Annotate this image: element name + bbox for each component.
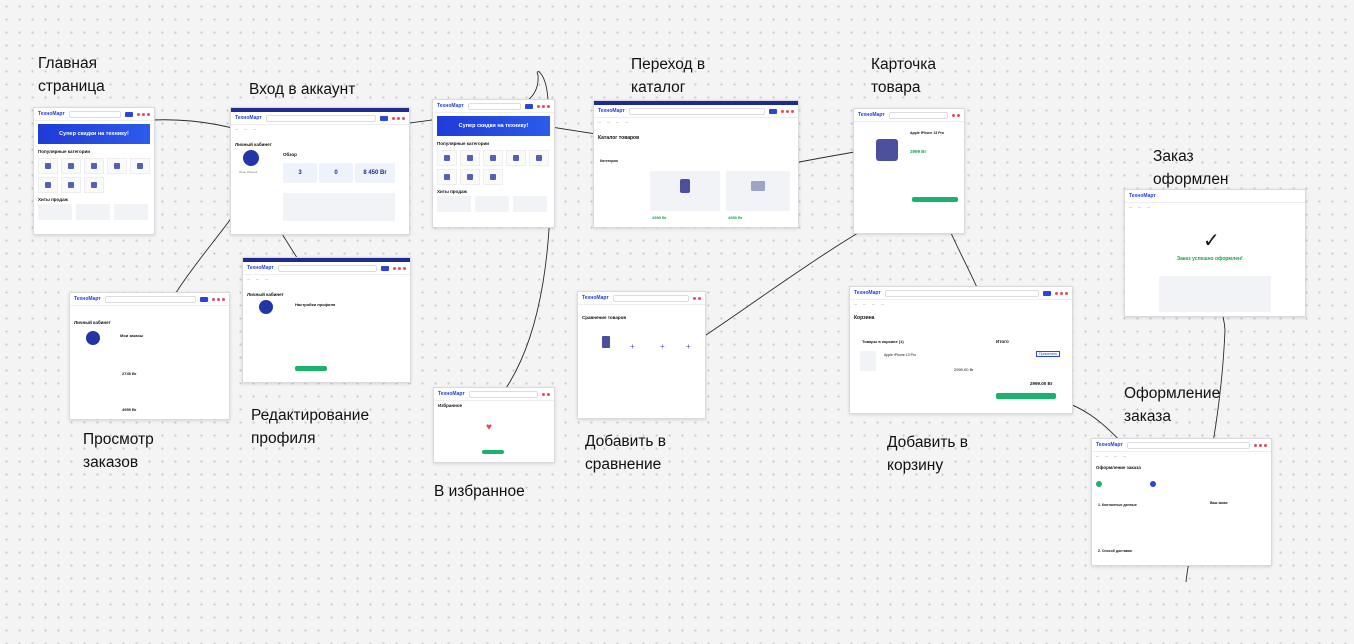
contact-section: 1. Контактные данные [1098,503,1137,507]
promo-apply-button[interactable]: Применить [1036,351,1061,357]
frame-home-2[interactable]: ТехноМарт Супер скидки на технику! Попул… [432,99,555,228]
label-edit-profile: Редактирование профиля [251,407,370,447]
product-price: 2999 Br [910,149,927,154]
label-view-orders: Просмотр заказов [83,431,154,471]
product-image [876,139,898,161]
frame-order-done[interactable]: ТехноМарт ——— ✓ Заказ успешно оформлен! [1124,189,1306,317]
frame-catalog[interactable]: ТехноМарт ———— Каталог товаров Категории… [593,100,799,228]
cart-title: Корзина [854,315,875,321]
add-compare-icon[interactable]: + [660,342,665,351]
logo: ТехноМарт [598,108,625,114]
go-catalog-button[interactable] [482,450,504,454]
frame-favorites[interactable]: ТехноМарт Избранное ♥ [433,387,555,463]
label-checkout: Оформление заказа [1124,385,1221,425]
frame-login[interactable]: ТехноМарт ——— Личный кабинет Иван Иванов… [230,107,410,235]
cabinet-title: Личный кабинет [235,142,272,147]
profile-settings-title: Настройки профиля [295,302,336,307]
section-hits: Хиты продаж [38,197,68,202]
favorites-title: Избранное [438,403,463,408]
logo: ТехноМарт [438,391,465,397]
recent-orders [283,193,395,221]
cabinet-title: Личный кабинет [74,320,111,325]
compare-product-image [602,336,610,348]
frame-compare[interactable]: ТехноМарт Сравнение товаров + + + [577,291,706,419]
logo: ТехноМарт [247,265,274,271]
product-title: Apple iPhone 13 Pro [910,131,945,135]
frame-home[interactable]: ТехноМарт Супер скидки на технику! Попул… [33,107,155,235]
add-compare-icon[interactable]: + [630,342,635,351]
delivery-section: 2. Способ доставки [1098,549,1132,553]
checkout-button[interactable] [996,393,1056,399]
label-favorites: В избранное [434,483,525,500]
filter-categories: Категории [600,159,618,163]
avatar [243,150,259,166]
logo: ТехноМарт [858,112,885,118]
heart-icon: ♥ [486,422,492,433]
label-compare: Добавить в сравнение [585,433,667,473]
stat-spent: 8 450 Br [355,163,395,183]
add-compare-icon[interactable]: + [686,342,691,351]
avatar [259,300,273,314]
avatar [86,331,100,345]
label-product: Карточка товара [871,56,936,96]
step-1 [1096,481,1102,487]
logo: ТехноМарт [854,290,881,296]
frame-profile[interactable]: ТехноМарт ——— Личный кабинет Настройки п… [242,257,411,383]
section-popular: Популярные категории [437,141,489,146]
label-login: Вход в аккаунт [249,81,356,98]
label-home: Главная страница [38,55,105,95]
section-hits: Хиты продаж [437,189,467,194]
logo: ТехноМарт [1129,193,1156,199]
cart-items-title: Товары в корзине (1) [862,339,904,344]
cart-product-title: Apple iPhone 13 Pro [884,353,917,357]
frame-orders[interactable]: ТехноМарт Личный кабинет Мои заказы 2745… [69,292,230,420]
cart-total: 2999.00 Br [1030,381,1053,386]
frame-cart[interactable]: ТехноМарт ———— Корзина Товары в корзине … [849,286,1073,414]
compare-title: Сравнение товаров [582,315,627,320]
logo: ТехноМарт [38,111,65,117]
order-price-2: 4959 Br [122,407,137,412]
overview-title: Обзор [283,152,297,157]
section-popular: Популярные категории [38,149,90,154]
cart-summary-title: Итого [996,339,1009,344]
product-card-2[interactable] [726,171,790,211]
product-card-1[interactable] [650,171,720,211]
save-profile-button[interactable] [295,366,327,371]
label-order-done: Заказ оформлен [1153,148,1229,188]
order-price-1: 2745 Br [122,371,137,376]
stat-favorites: 0 [319,163,353,183]
frame-product[interactable]: ТехноМарт Apple iPhone 13 Pro 2999 Br [853,108,965,234]
product-price-2: 4959 Br [728,215,743,220]
promo-banner[interactable]: Супер скидки на технику! [38,124,150,144]
cart-product-image [860,351,876,371]
label-cart: Добавить в корзину [887,434,969,474]
catalog-title: Каталог товаров [598,135,640,141]
product-price-1: 2999 Br [652,215,667,220]
logo: ТехноМарт [1096,442,1123,448]
step-2 [1150,481,1156,487]
add-to-cart-button[interactable] [912,197,958,202]
user-name: Иван Иванов [239,170,258,174]
logo: ТехноМарт [582,295,609,301]
stat-orders: 3 [283,163,317,183]
frame-checkout[interactable]: ТехноМарт ———— Оформление заказа 1. Конт… [1091,438,1272,566]
order-summary [1159,276,1271,312]
cabinet-title: Личный кабинет [247,292,284,297]
cart-product-price: 2999.00 Br [954,367,974,372]
logo: ТехноМарт [437,103,464,109]
success-text: Заказ успешно оформлен! [1177,256,1243,262]
promo-banner[interactable]: Супер скидки на технику! [437,116,550,136]
my-orders-title: Мои заказы [120,333,144,338]
logo: ТехноМарт [74,296,101,302]
checkout-title: Оформление заказа [1096,465,1141,470]
your-order-title: Ваш заказ [1210,501,1228,505]
logo: ТехноМарт [235,115,262,121]
check-icon: ✓ [1203,230,1220,252]
label-catalog: Переход в каталог [631,56,706,96]
